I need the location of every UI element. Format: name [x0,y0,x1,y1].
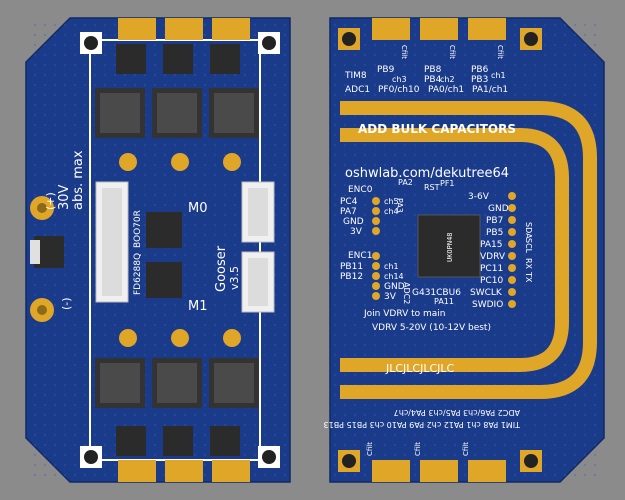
ic-label-bottom: FD6288Q [133,253,143,295]
r-mounting-hole-br [520,450,542,472]
adc2-label: ADC2 [402,282,411,304]
jlc-label: JLCJLCJLCJLC [385,362,455,375]
left-pin-ch5: ch5 [384,197,399,206]
product-version: v3.5 [228,266,241,290]
adc-pin-pa3: PA3 [395,198,404,213]
mcu-marking: UKOPN48 [446,232,454,262]
cap-label-top3: Cfilt [496,45,504,59]
right-pin-swclk: SWCLK [470,288,503,298]
right-side-sda: SDA [524,222,533,239]
left-pin-enc1: ENC1 [348,251,372,261]
cap-label-bot1: Cfilt [366,442,374,456]
pin-ch2: ch2 [440,75,455,84]
right-pin-swdio: SWDIO [472,300,503,310]
connector-left [95,181,129,303]
left-board: (+) 30V abs. max (-) BOO70R FD6288Q M0 M… [25,17,291,483]
right-pin-3-6v: 3-6V [468,192,490,202]
right-side-tx: TX [524,271,533,283]
cap-label-bot3: Cfilt [462,442,470,456]
pa11-label: PA11 [434,297,454,306]
mounting-hole-tl [80,32,102,54]
pin-pb3: PB3 [471,75,488,85]
left-pin-pc4: PC4 [340,197,358,207]
pin-pb8: PB8 [424,65,442,75]
right-board: UKOPN48 TIM8 ADC1 PB9 ch3 PB8 ch2 PB6 ch… [324,17,605,483]
r-mounting-hole-tl [338,28,360,50]
tim8-label: TIM8 [344,71,367,81]
adc1-label: ADC1 [345,85,370,95]
left-pin-ch4: ch4 [384,207,399,216]
product-name: Gooser [214,245,229,292]
voltage-note-line3: abs. max [71,150,86,210]
right-pin-pa15: PA15 [480,240,502,250]
bulk-cap-label: ADD BULK CAPACITORS [358,122,516,136]
left-pin-gnd: GND [343,217,364,227]
join-note: Join VDRV to main [363,309,445,319]
right-pin-vdrv: VDRV [480,252,506,262]
driver-ic-top [146,212,182,248]
left-pin-pb11: PB11 [340,262,363,272]
pin-pb9: PB9 [377,65,395,75]
bottom-header-line2: TIM1 PA8 ch1 PA12 ch2 PA9 PA10 ch3 PB15 … [324,420,521,429]
mounting-hole-tr [258,32,280,54]
cap-label-top2: Cfilt [448,45,456,59]
mosfets-top [95,88,259,171]
left-pin-ch1: ch1 [384,262,399,271]
adc-pin-rst: RST [424,183,440,192]
mcu-chip [417,214,481,278]
pin-ch3: ch3 [392,75,407,84]
pin-pb4: PB4 [424,75,442,85]
r-mounting-hole-bl [338,450,360,472]
cap-label-bot2: Cfilt [414,442,422,456]
adc-pin-pf1: PF1 [440,179,455,188]
mcu-part: G431CBU6 [412,288,461,298]
pin-circles-left [372,197,380,300]
mounting-hole-bl [80,446,102,468]
left-pin-ch14: ch14 [384,272,404,281]
ic-label-top: BOO70R [133,210,143,248]
left-pin-gnd2: GND [384,282,405,292]
pin-circles-right [508,192,516,308]
r-header-pads-top [372,18,506,40]
motor-pads-bottom [116,426,250,482]
voltage-note-line2: 30V [57,184,72,210]
adc-pin-pa1: PA1/ch1 [472,85,508,95]
left-pin-3v: 3V [350,227,363,237]
motor-label-m1: M1 [188,299,208,314]
motor-label-m0: M0 [188,201,208,216]
adc-pin-pa0: PA0/ch1 [428,85,464,95]
right-pin-pc10: PC10 [480,276,503,286]
driver-ic-bottom [146,262,182,298]
left-pin-3v2: 3V [384,292,397,302]
motor-pads-top [116,18,250,74]
connector-right-top [241,181,275,243]
left-pin-pa7: PA7 [340,207,357,217]
right-side-scl: SCL [524,238,533,254]
right-pin-pc11: PC11 [480,264,503,274]
bulk-cap-traces [340,101,597,399]
cap-label-top1: Cfilt [400,45,408,59]
minus-label: (-) [60,297,73,310]
voltage-note-line1: (+) [44,192,57,210]
r-header-pads-bottom [372,460,506,482]
connector-right-bottom [241,251,275,313]
mosfets-bottom [95,329,259,408]
adc-pin-pf0: PF0/ch10 [378,85,420,95]
adc-pin-pa2: PA2 [398,178,413,187]
right-pin-pb7: PB7 [486,216,503,226]
left-pin-pb12: PB12 [340,272,363,282]
bottom-header-line1: ADC2 PA6/ch3 PA5/ch3 PA4/ch7 [394,408,520,417]
pin-pb6: PB6 [471,65,489,75]
r-mounting-hole-tr [520,28,542,50]
vdrv-note: VDRV 5-20V (10-12V best) [372,323,491,333]
right-pin-gnd: GND [488,204,509,214]
mounting-hole-br [258,446,280,468]
right-side-rx: RX [524,258,533,270]
url-label: oshwlab.com/dekutree64 [345,166,509,181]
power-input [30,196,64,322]
left-pin-enc0: ENC0 [348,185,373,195]
pin-ch1: ch1 [491,71,506,80]
right-pin-pb5: PB5 [486,228,503,238]
